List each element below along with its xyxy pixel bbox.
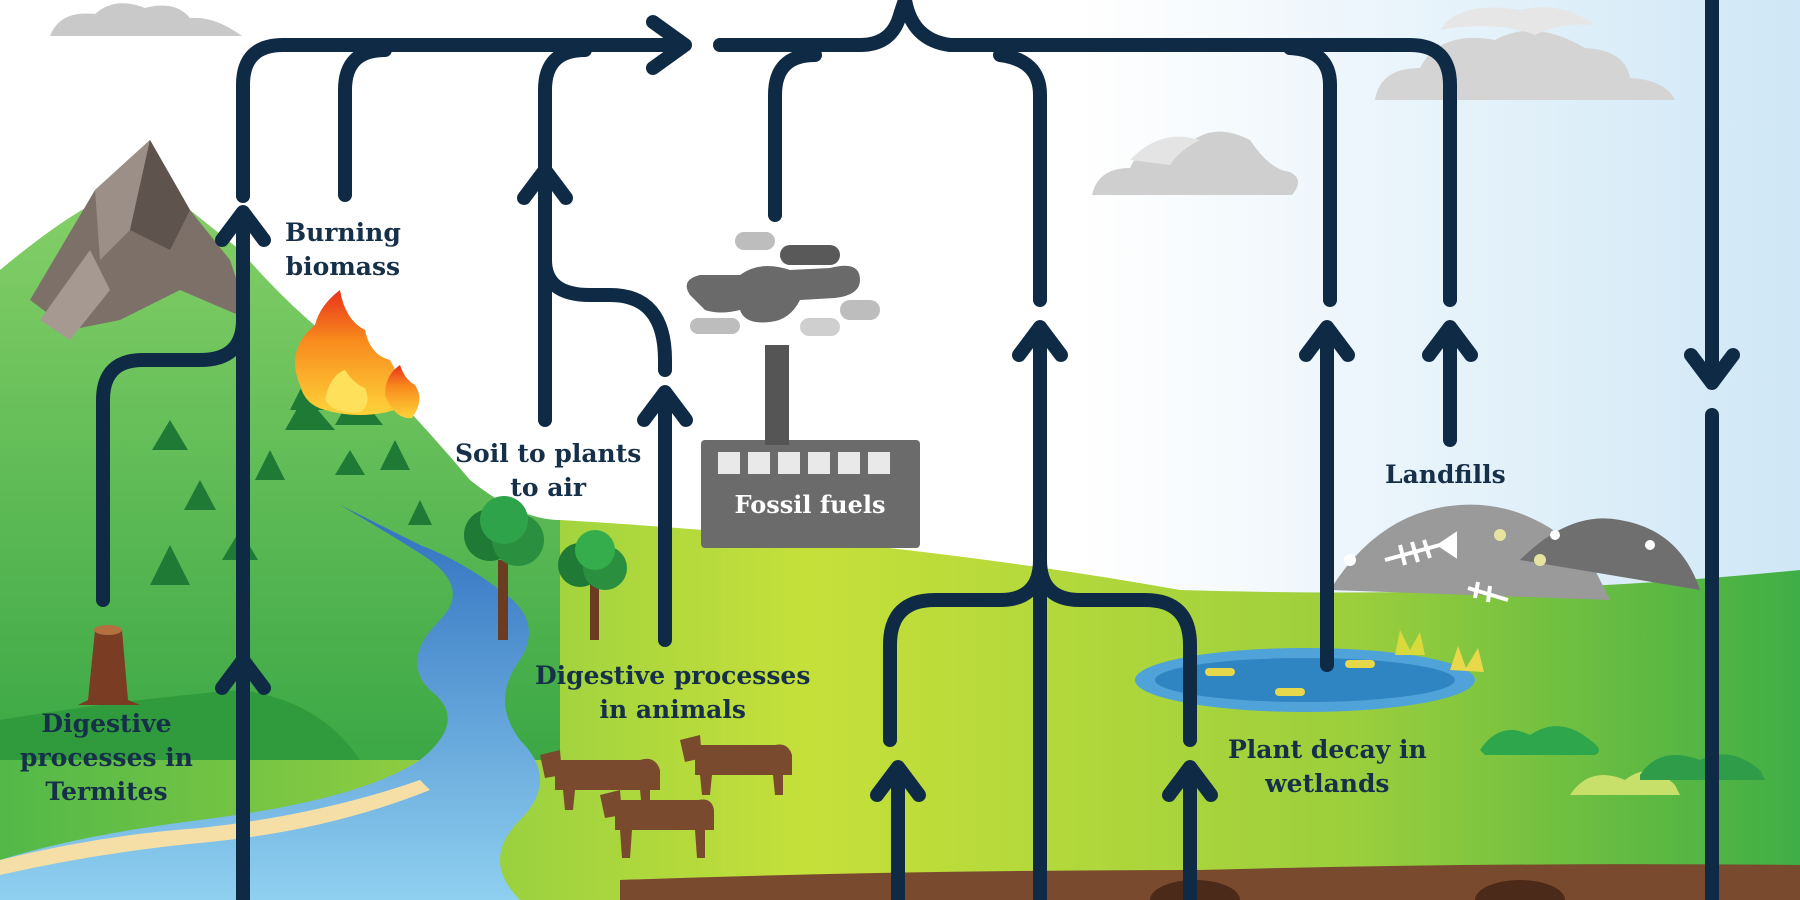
fire-icon	[295, 290, 420, 419]
label-line: wetlands	[1265, 769, 1390, 798]
tree-icon	[464, 496, 544, 640]
label-termites: Digestive processes in Termites	[20, 707, 193, 809]
cloud-icon	[1092, 131, 1299, 195]
label-landfills: Landfills	[1385, 458, 1506, 492]
cow-icon	[540, 750, 660, 810]
label-line: Plant decay in	[1228, 735, 1427, 764]
label-line: processes in	[20, 743, 193, 772]
bush	[1480, 726, 1599, 755]
landfill-mound	[1330, 504, 1700, 603]
label-line: Burning	[285, 218, 401, 247]
label-line: Landfills	[1385, 460, 1506, 489]
label-line: in animals	[599, 695, 746, 724]
label-line: to air	[510, 473, 587, 502]
river	[0, 505, 540, 900]
label-line: Digestive processes	[535, 661, 811, 690]
tree-stump-icon	[78, 625, 140, 705]
label-soil-to-plants: Soil to plants to air	[455, 437, 641, 505]
smoke-icon	[686, 232, 880, 336]
tree-icon	[558, 530, 627, 640]
label-fossil-fuels: Fossil fuels	[715, 490, 905, 519]
flow-arrows	[96, 0, 1740, 900]
mountain	[30, 140, 250, 340]
cow-icon	[680, 735, 792, 795]
label-line: Termites	[45, 777, 168, 806]
cloud-icon	[50, 3, 242, 36]
label-animals: Digestive processes in animals	[535, 659, 810, 727]
label-line: biomass	[285, 252, 401, 281]
pond-icon	[1135, 630, 1484, 712]
label-burning-biomass: Burning biomass	[285, 216, 401, 284]
factory-icon	[701, 345, 920, 548]
label-line: Fossil fuels	[734, 490, 886, 519]
cow-icon	[600, 790, 714, 858]
fish-skeleton-icon	[1384, 531, 1509, 603]
label-line: Digestive	[41, 709, 172, 738]
bush	[1640, 754, 1765, 780]
label-line: Soil to plants	[455, 439, 642, 468]
label-wetlands: Plant decay in wetlands	[1228, 733, 1427, 801]
